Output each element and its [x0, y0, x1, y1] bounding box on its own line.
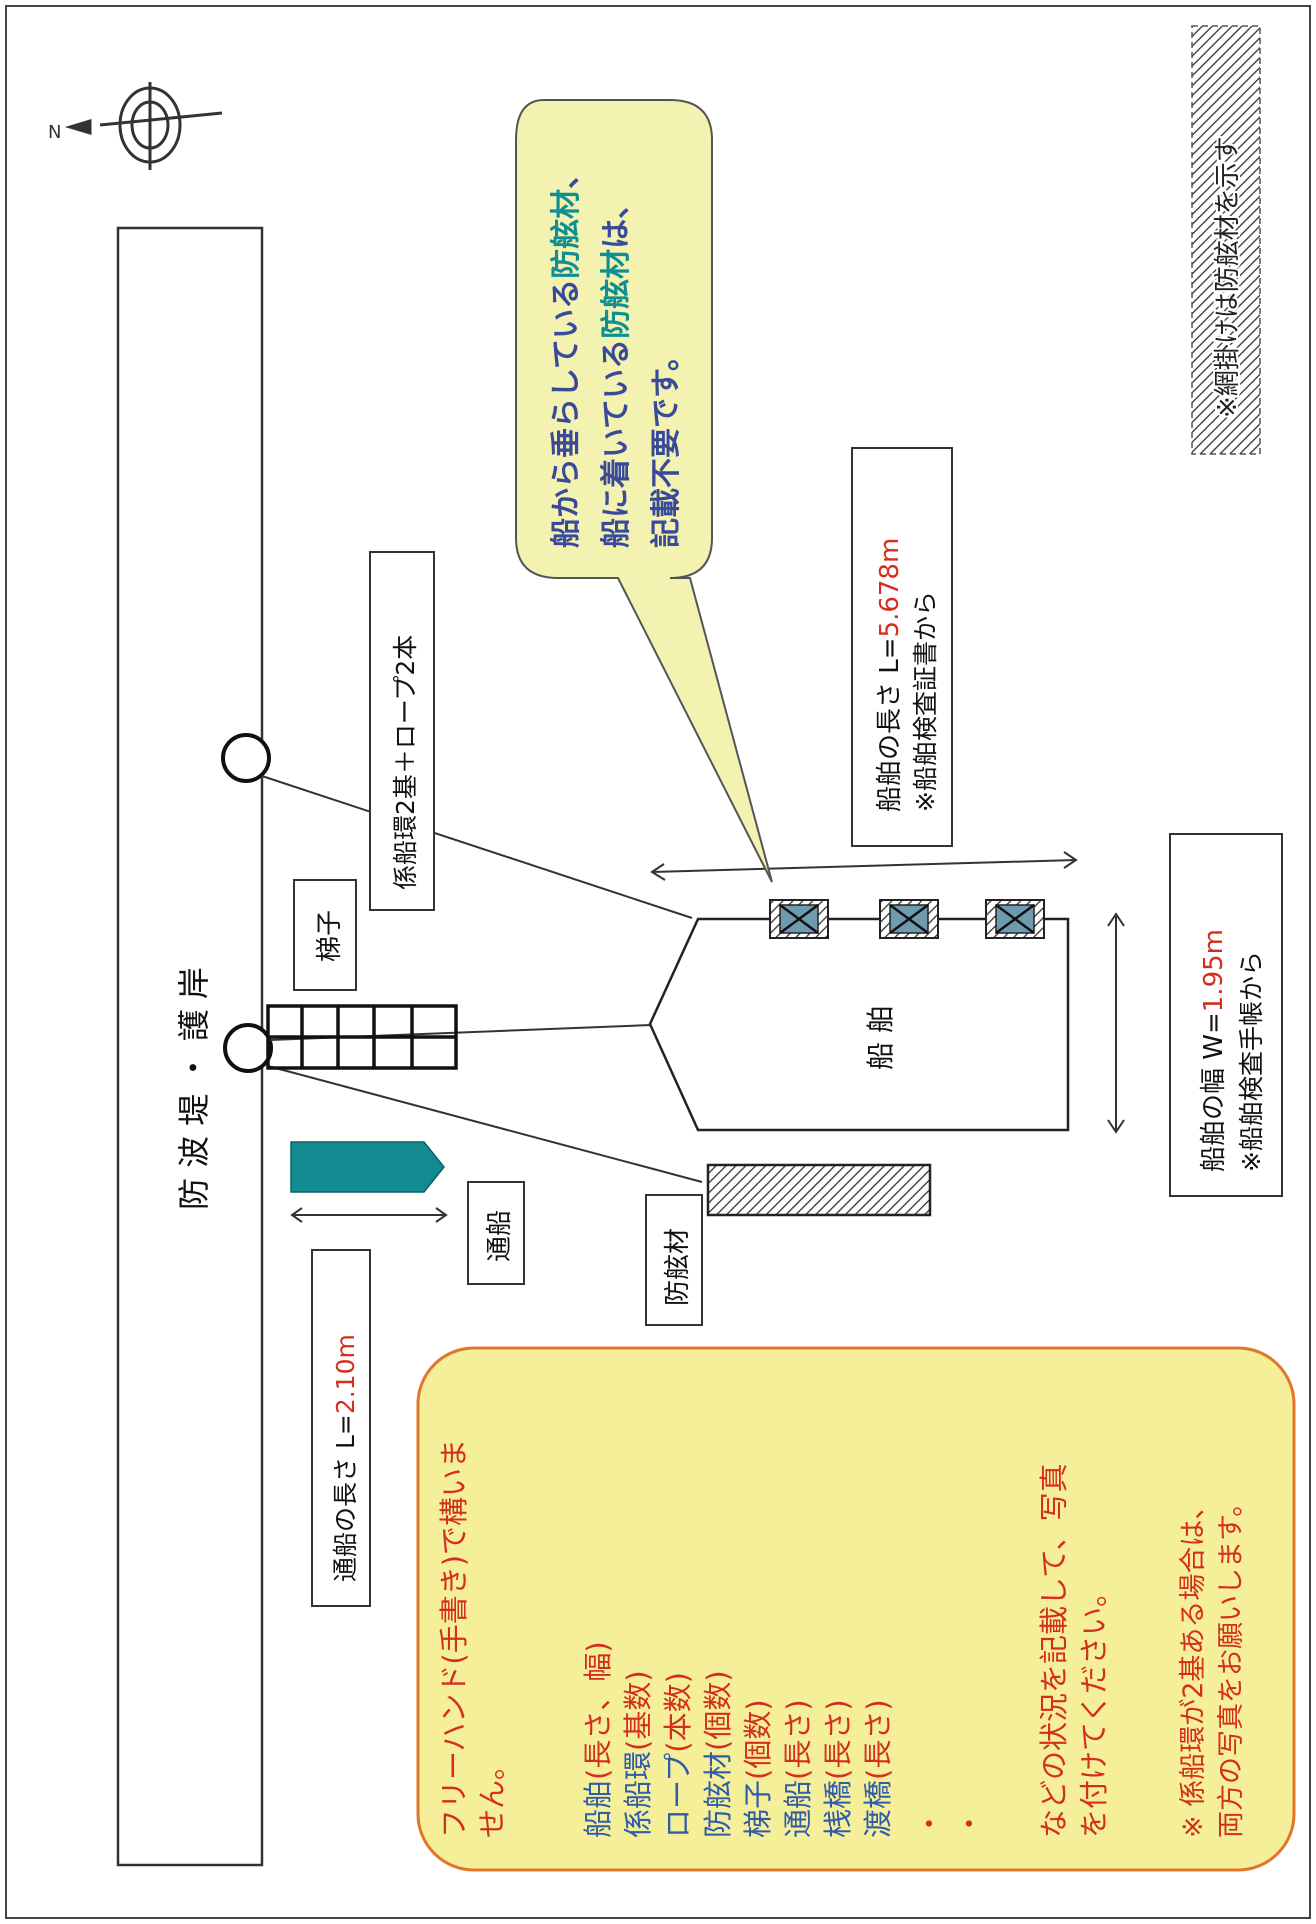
instruction-item: 桟橋(長さ) [821, 1699, 855, 1838]
tender-label: 通船 [485, 1210, 515, 1262]
instruction-item-name: 梯子 [741, 1780, 775, 1838]
list-continuation-dot-1: ・ [913, 1809, 947, 1838]
instruction-item-name: 係船環 [621, 1751, 655, 1838]
instruction-item-detail: (個数) [701, 1670, 735, 1751]
instruction-item-detail: (個数) [741, 1699, 775, 1780]
tender-length-prefix: 通船の長さ L= [331, 1414, 360, 1582]
ship-width-box [1169, 833, 1283, 1197]
instruction-item-detail: (基数) [621, 1670, 655, 1751]
ship-length-value: 5.678m [875, 538, 905, 638]
ladder-label: 梯子 [315, 910, 345, 962]
ship-length-arrow [650, 851, 1078, 881]
instruction-item-name: 渡橋 [861, 1780, 895, 1838]
instruction-item-name: 通船 [781, 1780, 815, 1838]
ship-label: 船 舶 [864, 1005, 897, 1070]
instruction-item-detail: (長さ) [861, 1699, 895, 1780]
north-label: N [48, 122, 61, 143]
instruction-item: ロープ(本数) [661, 1672, 695, 1838]
instruction-item-name: ロープ [661, 1753, 695, 1838]
instruction-item-detail: (長さ、幅) [581, 1641, 615, 1780]
instruction-item: 係船環(基数) [621, 1670, 655, 1838]
ship-hull [648, 917, 1070, 1132]
ladder [266, 1004, 458, 1070]
mooring-ring-north [221, 733, 271, 783]
mooring-label-box [369, 551, 435, 911]
ship-length-prefix: 船舶の長さ L= [875, 637, 905, 812]
callout-line-1a: 船から垂らしている [549, 279, 584, 548]
breakwater-label: 防 波 堤 ・ 護 岸 [175, 967, 213, 1210]
loose-fender [706, 1163, 932, 1217]
instruction-item-name: 防舷材 [701, 1751, 735, 1838]
tender-length-value: 2.10m [331, 1334, 360, 1414]
callout-line-3: 記載不要です。 [649, 341, 684, 548]
attached-fender-1 [769, 899, 829, 939]
ship-width-prefix: 船舶の幅 W= [1199, 1012, 1229, 1172]
hatch-legend-box [1191, 25, 1261, 455]
instruction-item: 防舷材(個数) [701, 1670, 735, 1838]
instruction-item: 船舶(長さ、幅) [581, 1641, 615, 1838]
ship-length-note: ※船舶検査証書から [911, 591, 940, 812]
ship-width-note: ※船舶検査手帳から [1237, 951, 1266, 1172]
tender-length-arrow [290, 1207, 448, 1223]
mooring-label: 係船環2基＋ロープ2本 [391, 635, 420, 890]
instruction-status-line-1: などの状況を記載して、写真 [1037, 1463, 1071, 1838]
ship-length-text: 船舶の長さ L=5.678m [875, 538, 905, 812]
tender-boat [290, 1141, 445, 1193]
callout-line-1c: 、 [549, 159, 584, 189]
instruction-item: 渡橋(長さ) [861, 1699, 895, 1838]
instruction-item-detail: (本数) [661, 1672, 695, 1753]
instruction-item-detail: (長さ) [821, 1699, 855, 1780]
instruction-status-line-2: を付けてください。 [1077, 1578, 1111, 1838]
ship-width-arrow [1107, 912, 1125, 1134]
tender-length-box [311, 1249, 371, 1607]
list-continuation-dot-2: ・ [953, 1809, 987, 1838]
instruction-text: フリーハンド(手書き)で構いま せん。 船舶(長さ、幅)係船環(基数)ロープ(本… [437, 1439, 1247, 1838]
callout-line-2: 船に着いている防舷材は、 [599, 189, 634, 548]
instruction-item-detail: (長さ) [781, 1699, 815, 1780]
callout-line-2b: 防舷材 [599, 249, 634, 339]
instruction-item-name: 桟橋 [821, 1780, 855, 1838]
instruction-box [416, 1346, 1296, 1872]
callout-line-1b: 防舷材 [549, 189, 584, 279]
fender-label: 防舷材 [663, 1228, 693, 1306]
tender-label-box [467, 1181, 525, 1285]
callout-bubble [515, 99, 773, 883]
instruction-item: 梯子(個数) [741, 1699, 775, 1838]
instruction-line-2: せん。 [475, 1751, 509, 1838]
tender-length-text: 通船の長さ L=2.10m [331, 1334, 360, 1582]
instruction-line-1: フリーハンド(手書き)で構いま [437, 1439, 471, 1838]
callout-line-1: 船から垂らしている防舷材、 [549, 159, 584, 548]
ship-width-value: 1.95m [1199, 929, 1229, 1012]
callout-line-2a: 船に着いている [599, 339, 634, 548]
attached-fender-2 [879, 899, 939, 939]
instruction-item-list: 船舶(長さ、幅)係船環(基数)ロープ(本数)防舷材(個数)梯子(個数)通船(長さ… [581, 1641, 895, 1838]
attached-fender-3 [985, 899, 1045, 939]
instruction-item-name: 船舶 [581, 1780, 615, 1838]
hatch-legend-text: ※網掛けは防舷材を示す [1213, 136, 1243, 418]
ladder-label-box [293, 879, 357, 991]
instruction-item: 通船(長さ) [781, 1699, 815, 1838]
callout-line-2c: は、 [599, 189, 634, 249]
ship-width-text: 船舶の幅 W=1.95m [1199, 929, 1229, 1172]
fender-label-box [645, 1194, 703, 1326]
callout-text: 船から垂らしている防舷材、 船に着いている防舷材は、 記載不要です。 [549, 159, 684, 548]
instruction-note-line-2: 両方の写真をお願いします。 [1216, 1490, 1247, 1838]
instruction-note-line-1: ※ 係船環が2基ある場合は、 [1178, 1493, 1209, 1838]
ship-length-box [851, 447, 953, 847]
mooring-ring-south [223, 1023, 273, 1073]
compass-icon [64, 82, 223, 170]
